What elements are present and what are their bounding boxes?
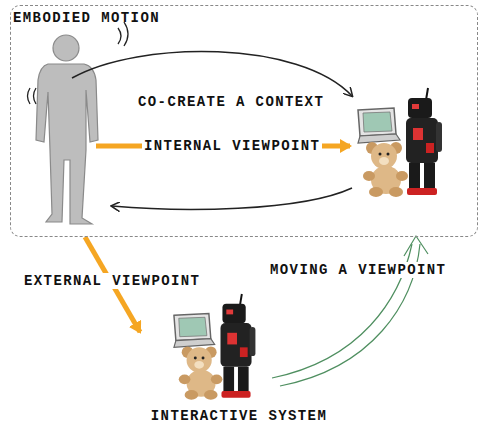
system-group: INTERACTIVE SYSTEM (140, 298, 338, 424)
system-illustration (358, 88, 442, 197)
diagram-label: MOVING A VIEWPOINT (268, 262, 448, 278)
edge-label: EXTERNAL VIEWPOINT (22, 273, 202, 289)
person-figure (36, 35, 98, 224)
node-label: EMBODIED MOTION (13, 10, 160, 26)
node-label: INTERACTIVE SYSTEM (140, 408, 338, 424)
diagram-label: INTERNAL VIEWPOINT (142, 138, 322, 154)
diagram-label: CO-CREATE A CONTEXT (136, 94, 326, 110)
context-arrow (72, 51, 352, 96)
context-arrow (112, 188, 352, 209)
sound-mark (28, 22, 129, 104)
moving-arrow (272, 236, 428, 386)
system-illustration (174, 294, 255, 400)
dashed-region: EMBODIED MOTION (10, 5, 478, 237)
